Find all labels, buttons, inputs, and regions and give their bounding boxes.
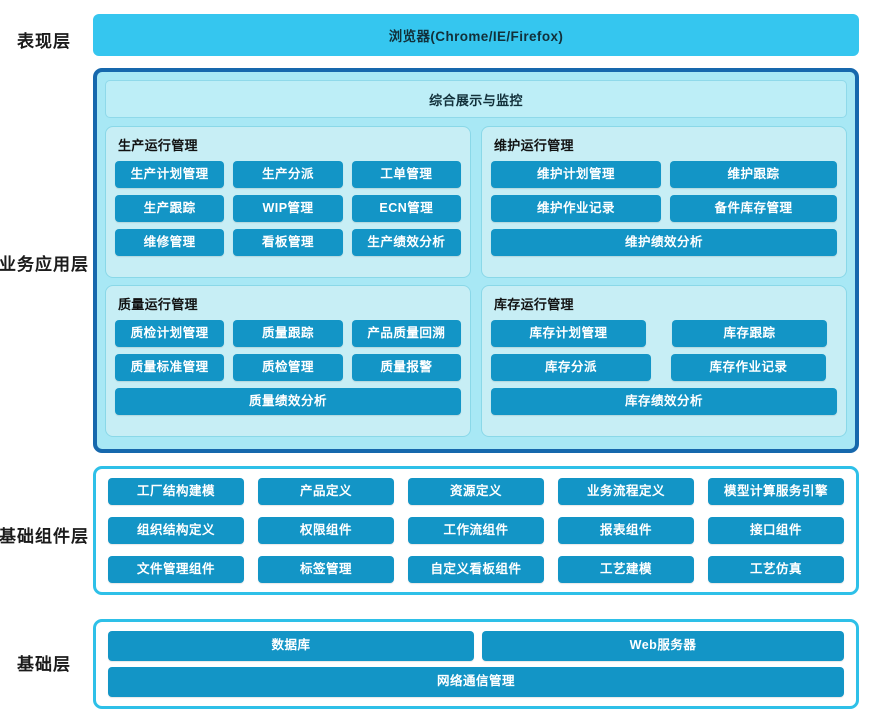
module-button[interactable]: 产品质量回溯 [351, 320, 461, 347]
base-button-database[interactable]: 数据库 [108, 631, 474, 661]
base-component-layer: 工厂结构建模 产品定义 资源定义 业务流程定义 模型计算服务引擎 组织结构定义 … [93, 466, 859, 595]
module-button[interactable]: WIP管理 [233, 195, 343, 222]
panel-title-production: 生产运行管理 [118, 138, 198, 153]
panel-row: 生产跟踪 WIP管理 ECN管理 [115, 195, 461, 222]
module-button[interactable]: 维护作业记录 [491, 195, 661, 222]
browser-bar[interactable]: 浏览器(Chrome/IE/Firefox) [93, 14, 859, 56]
module-button[interactable]: 质量报警 [351, 354, 461, 381]
component-button[interactable]: 工厂结构建模 [108, 478, 244, 505]
module-button[interactable]: 质量绩效分析 [115, 388, 461, 415]
business-application-layer: 综合展示与监控 生产运行管理 生产计划管理 生产分派 工单管理 生产跟踪 WIP… [93, 68, 859, 453]
component-button[interactable]: 文件管理组件 [108, 556, 244, 583]
panel-rows-maintenance: 维护计划管理 维护跟踪 维护作业记录 备件库存管理 维护绩效分析 [491, 161, 837, 256]
component-button[interactable]: 组织结构定义 [108, 517, 244, 544]
layer-label-components: 基础组件层 [0, 527, 89, 546]
module-button[interactable]: 维护绩效分析 [491, 229, 837, 256]
panel-production: 生产运行管理 生产计划管理 生产分派 工单管理 生产跟踪 WIP管理 ECN管理… [105, 126, 471, 278]
base-row: 数据库 Web服务器 [108, 631, 844, 661]
layer-label-presentation: 表现层 [17, 32, 71, 51]
component-button[interactable]: 模型计算服务引擎 [708, 478, 844, 505]
module-button[interactable]: ECN管理 [351, 195, 461, 222]
module-button[interactable]: 工单管理 [351, 161, 461, 188]
module-button[interactable]: 库存作业记录 [671, 354, 826, 381]
component-button[interactable]: 资源定义 [408, 478, 544, 505]
business-panel-grid: 生产运行管理 生产计划管理 生产分派 工单管理 生产跟踪 WIP管理 ECN管理… [105, 126, 847, 437]
module-button[interactable]: 维修管理 [115, 229, 225, 256]
panel-rows-inventory: 库存计划管理 库存跟踪 库存分派 库存作业记录 库存绩效分析 [491, 320, 837, 415]
module-button[interactable]: 质检计划管理 [115, 320, 225, 347]
module-button[interactable]: 维护跟踪 [670, 161, 837, 188]
panel-row: 维修管理 看板管理 生产绩效分析 [115, 229, 461, 256]
module-button[interactable]: 生产分派 [233, 161, 343, 188]
module-button[interactable]: 生产跟踪 [115, 195, 225, 222]
component-button[interactable]: 工作流组件 [408, 517, 544, 544]
panel-row: 生产计划管理 生产分派 工单管理 [115, 161, 461, 188]
panel-row: 维护计划管理 维护跟踪 [491, 161, 837, 188]
panel-row: 库存分派 库存作业记录 [491, 354, 837, 381]
component-row: 工厂结构建模 产品定义 资源定义 业务流程定义 模型计算服务引擎 [108, 478, 844, 505]
component-button[interactable]: 自定义看板组件 [408, 556, 544, 583]
module-button[interactable]: 生产绩效分析 [351, 229, 461, 256]
component-button[interactable]: 工艺仿真 [708, 556, 844, 583]
component-button[interactable]: 标签管理 [258, 556, 394, 583]
component-button[interactable]: 工艺建模 [558, 556, 694, 583]
panel-row: 维护作业记录 备件库存管理 [491, 195, 837, 222]
module-button[interactable]: 库存计划管理 [491, 320, 646, 347]
layer-label-base: 基础层 [17, 655, 71, 674]
panel-row: 质量标准管理 质检管理 质量报警 [115, 354, 461, 381]
component-row: 文件管理组件 标签管理 自定义看板组件 工艺建模 工艺仿真 [108, 556, 844, 583]
panel-title-quality: 质量运行管理 [118, 297, 198, 312]
integrated-monitoring-bar[interactable]: 综合展示与监控 [105, 80, 847, 118]
panel-row: 质量绩效分析 [115, 388, 461, 415]
panel-title-inventory: 库存运行管理 [494, 297, 574, 312]
base-button-web-server[interactable]: Web服务器 [482, 631, 844, 661]
panel-row: 库存计划管理 库存跟踪 [491, 320, 837, 347]
module-button[interactable]: 库存分派 [491, 354, 651, 381]
module-button[interactable]: 质量标准管理 [115, 354, 225, 381]
panel-row: 库存绩效分析 [491, 388, 837, 415]
component-button[interactable]: 业务流程定义 [558, 478, 694, 505]
panel-row: 维护绩效分析 [491, 229, 837, 256]
module-button[interactable]: 看板管理 [233, 229, 343, 256]
module-button[interactable]: 生产计划管理 [115, 161, 225, 188]
component-button[interactable]: 接口组件 [708, 517, 844, 544]
module-button[interactable]: 库存绩效分析 [491, 388, 837, 415]
base-row: 网络通信管理 [108, 667, 844, 697]
module-button[interactable]: 维护计划管理 [491, 161, 661, 188]
panel-rows-quality: 质检计划管理 质量跟踪 产品质量回溯 质量标准管理 质检管理 质量报警 质量绩效… [115, 320, 461, 415]
component-button[interactable]: 权限组件 [258, 517, 394, 544]
panel-row: 质检计划管理 质量跟踪 产品质量回溯 [115, 320, 461, 347]
panel-rows-production: 生产计划管理 生产分派 工单管理 生产跟踪 WIP管理 ECN管理 维修管理 看… [115, 161, 461, 256]
layer-label-business: 业务应用层 [0, 255, 89, 274]
base-button-network[interactable]: 网络通信管理 [108, 667, 844, 697]
module-button[interactable]: 库存跟踪 [672, 320, 827, 347]
panel-title-maintenance: 维护运行管理 [494, 138, 574, 153]
panel-inventory: 库存运行管理 库存计划管理 库存跟踪 库存分派 库存作业记录 库存绩效分析 [481, 285, 847, 437]
panel-quality: 质量运行管理 质检计划管理 质量跟踪 产品质量回溯 质量标准管理 质检管理 质量… [105, 285, 471, 437]
component-button[interactable]: 产品定义 [258, 478, 394, 505]
component-button[interactable]: 报表组件 [558, 517, 694, 544]
module-button[interactable]: 备件库存管理 [670, 195, 837, 222]
module-button[interactable]: 质检管理 [233, 354, 343, 381]
component-row: 组织结构定义 权限组件 工作流组件 报表组件 接口组件 [108, 517, 844, 544]
panel-maintenance: 维护运行管理 维护计划管理 维护跟踪 维护作业记录 备件库存管理 维护绩效分析 [481, 126, 847, 278]
base-layer: 数据库 Web服务器 网络通信管理 [93, 619, 859, 709]
module-button[interactable]: 质量跟踪 [233, 320, 343, 347]
